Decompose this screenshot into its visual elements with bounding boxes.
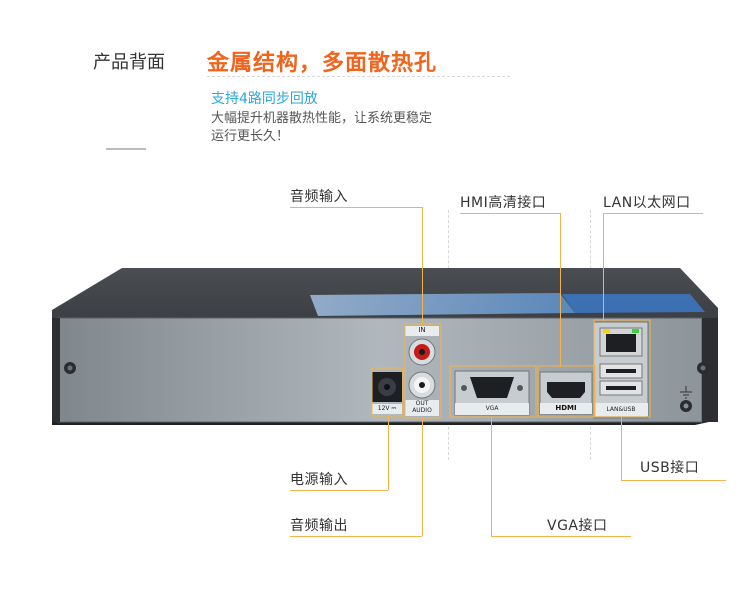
headline: 金属结构，多面散热孔 <box>207 51 438 76</box>
case-left-edge <box>52 318 60 422</box>
callout-line <box>491 417 492 536</box>
lan-port <box>606 334 636 352</box>
panel-label-audio: AUDIO <box>412 407 432 414</box>
callout-line <box>621 417 622 480</box>
callout-lan: LAN以太网口 <box>603 195 691 211</box>
callout-line <box>290 490 388 491</box>
callout-line <box>603 213 604 321</box>
vga-port <box>470 377 514 398</box>
panel-label-hdmi: HDMI <box>555 404 577 412</box>
panel-label-out: OUT <box>415 400 429 407</box>
hdmi-port <box>547 382 585 398</box>
callout-audio-in: 音频输入 <box>290 189 348 205</box>
panel-label-lan-usb: LAN&USB <box>606 406 636 413</box>
subhead: 支持4路同步回放 <box>211 91 318 107</box>
callout-line <box>422 419 423 536</box>
top-sticker <box>310 293 575 316</box>
callout-line <box>290 536 422 537</box>
callout-line <box>560 213 561 367</box>
accent-rule <box>106 148 146 150</box>
callout-line <box>491 536 631 537</box>
header-divider <box>207 76 510 77</box>
callout-line <box>422 207 423 325</box>
callout-usb: USB接口 <box>640 460 700 476</box>
callout-line <box>603 213 703 214</box>
panel-label-vga: VGA <box>485 405 499 412</box>
callout-line <box>621 480 726 481</box>
callout-vga: VGA接口 <box>547 518 608 534</box>
ground-symbol <box>680 386 692 399</box>
panel-label-power: 12V ⎓ <box>377 405 397 412</box>
callout-line <box>460 213 560 214</box>
top-sticker-right <box>562 294 705 313</box>
callout-line <box>388 417 389 490</box>
description-line-2: 运行更长久！ <box>211 129 290 144</box>
callout-audio-out: 音频输出 <box>290 518 348 534</box>
callout-line <box>290 207 422 208</box>
description-line-1: 大幅提升机器散热性能，让系统更稳定 <box>211 111 433 126</box>
callout-hdmi: HMI高清接口 <box>460 195 547 211</box>
callout-power-in: 电源输入 <box>290 472 348 488</box>
panel-label-in: IN <box>418 326 426 334</box>
section-label: 产品背面 <box>93 52 165 73</box>
case-right-edge <box>702 318 718 422</box>
